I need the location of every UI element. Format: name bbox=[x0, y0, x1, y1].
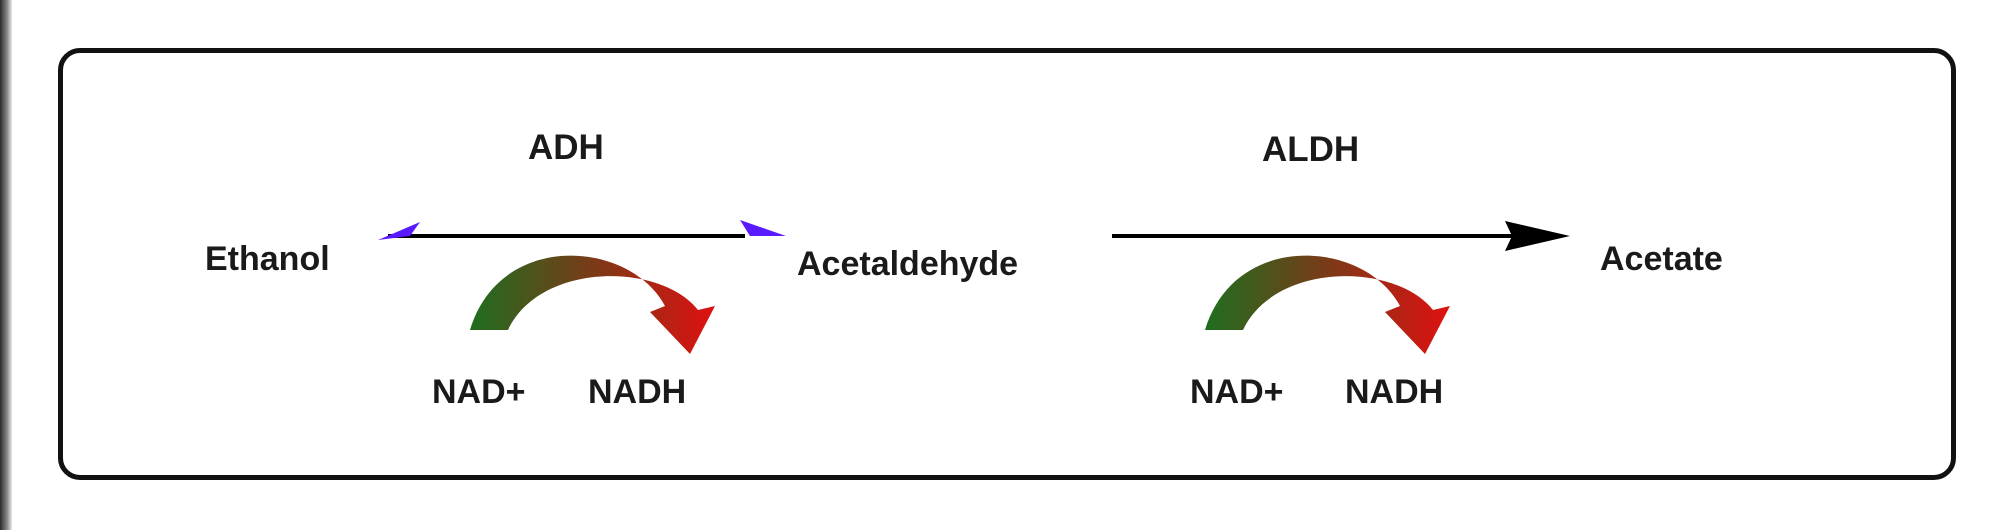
forward-arrowhead-icon bbox=[1505, 221, 1570, 251]
window-left-edge bbox=[0, 0, 12, 530]
forward-arrow bbox=[1112, 221, 1570, 251]
diagram-frame bbox=[58, 48, 1956, 480]
cofactor-2-input: NAD+ bbox=[1190, 373, 1284, 411]
cofactor-1-input: NAD+ bbox=[432, 373, 526, 411]
compound-ethanol: Ethanol bbox=[205, 240, 330, 278]
reversible-arrow bbox=[378, 220, 786, 240]
cofactor-curved-arrow-2-icon bbox=[1205, 255, 1450, 354]
compound-acetaldehyde: Acetaldehyde bbox=[797, 245, 1019, 283]
enzyme-adh: ADH bbox=[528, 128, 604, 167]
cofactor-2-output: NADH bbox=[1345, 373, 1444, 411]
cofactor-1-output: NADH bbox=[588, 373, 687, 411]
enzyme-aldh: ALDH bbox=[1262, 130, 1360, 169]
cofactor-curved-arrow-1-icon bbox=[470, 255, 715, 354]
right-arrowhead-icon bbox=[740, 220, 786, 236]
compound-acetate: Acetate bbox=[1600, 240, 1723, 278]
left-arrowhead-icon bbox=[378, 222, 420, 240]
